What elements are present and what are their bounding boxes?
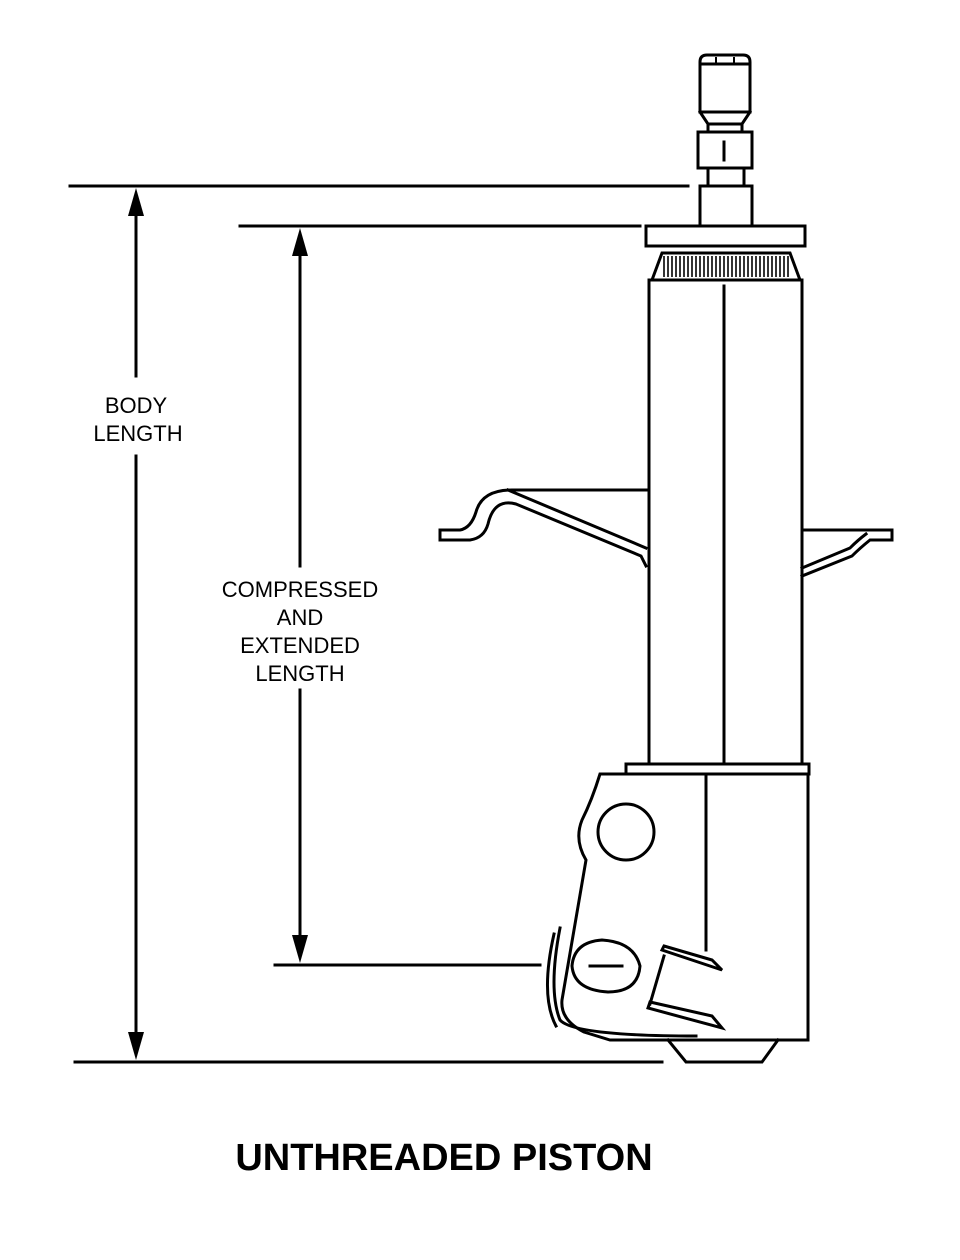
spring-seat-right (800, 528, 894, 578)
mount-plate (644, 224, 807, 248)
body-length-label-line-2: LENGTH (93, 421, 182, 446)
compressed-length-label-line-2: AND (277, 605, 323, 630)
compressed-length-label-line-4: LENGTH (255, 661, 344, 686)
compressed-length-label-line-3: EXTENDED (240, 633, 360, 658)
diagram-caption: UNTHREADED PISTON (235, 1137, 652, 1179)
body-length-dimension: BODY LENGTH (68, 184, 690, 1064)
compressed-length-arrow-down-icon (292, 935, 308, 963)
upper-bolt-hole-icon (596, 802, 656, 862)
spring-seat-left (438, 488, 651, 569)
knurled-collar (649, 251, 803, 282)
top-nut (696, 53, 754, 228)
compressed-length-arrow-up-icon (292, 228, 308, 256)
body-length-label-line-1: BODY (105, 393, 168, 418)
compressed-length-label-line-1: COMPRESSED (222, 577, 378, 602)
knuckle-bracket (546, 772, 810, 1064)
body-length-arrow-down-icon (128, 1032, 144, 1060)
body-length-arrow-up-icon (128, 188, 144, 216)
strut-assembly (438, 53, 894, 1064)
compressed-extended-length-dimension: COMPRESSED AND EXTENDED LENGTH (222, 224, 642, 967)
lower-bolt-slot-icon (570, 938, 642, 994)
